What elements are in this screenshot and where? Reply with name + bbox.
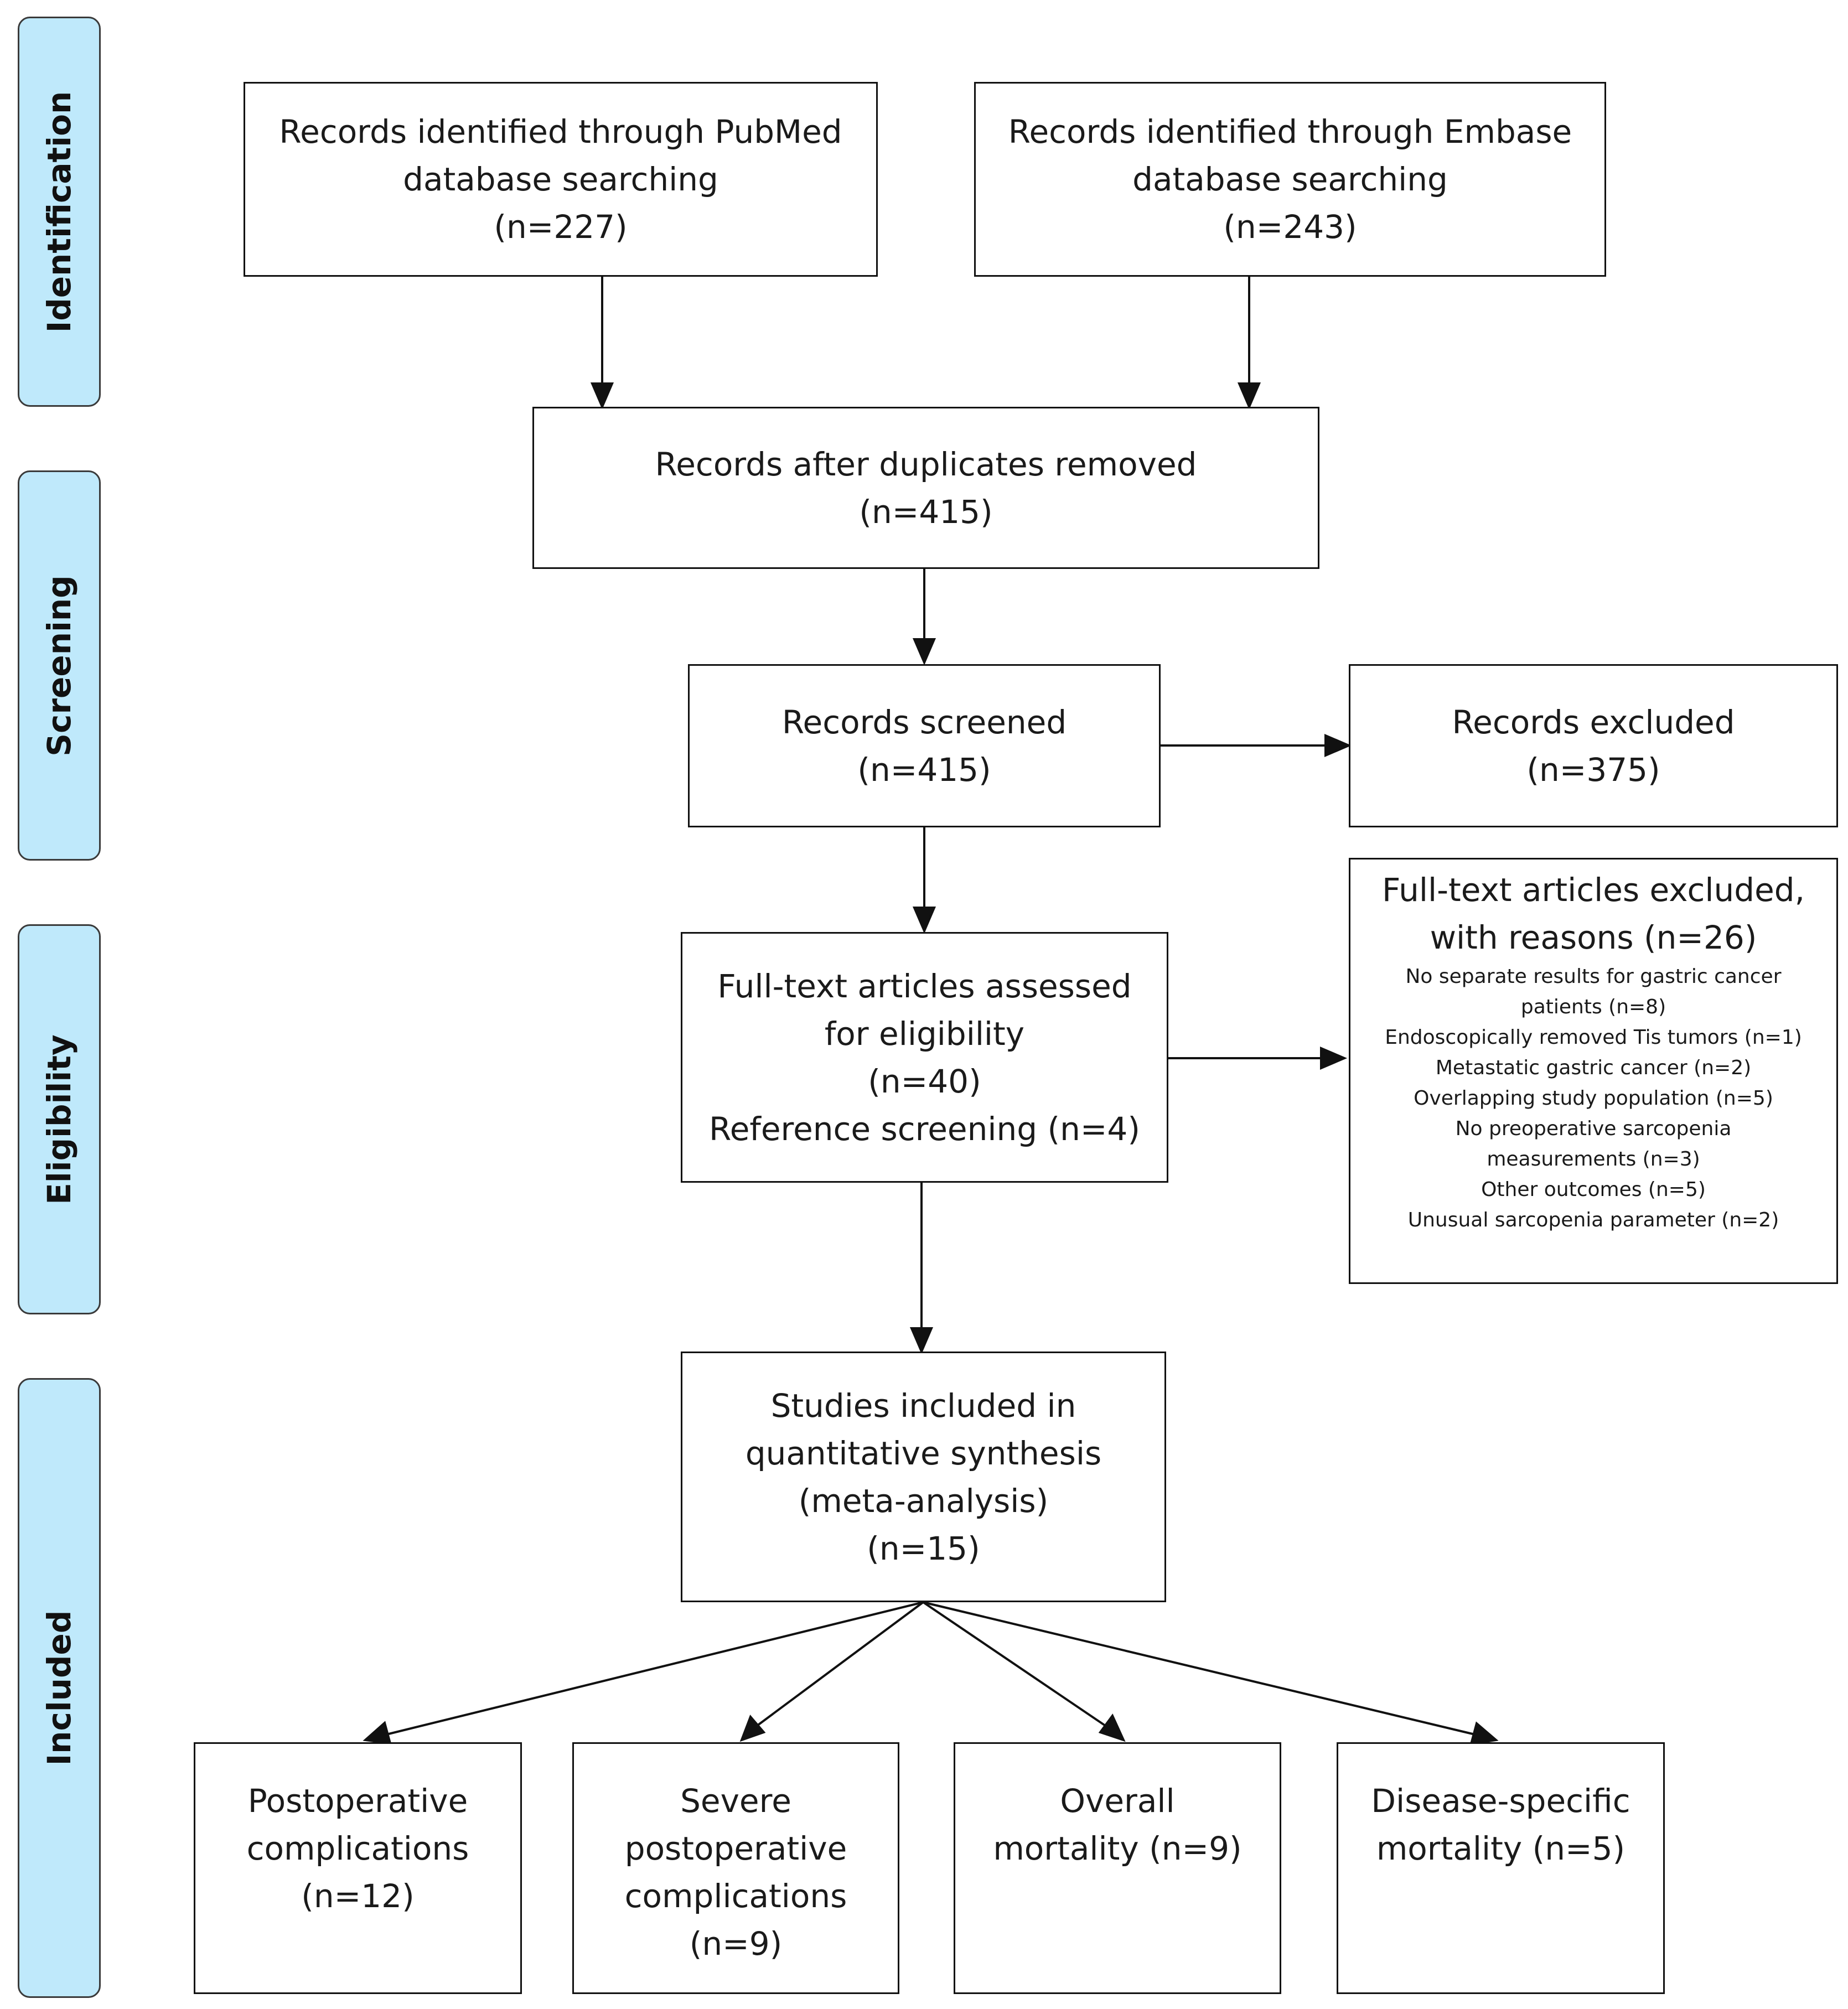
arrow-included-to-overall — [922, 1601, 1108, 1728]
exclusion-reason: measurements (n=3) — [1487, 1148, 1700, 1171]
phase-label: Identification — [40, 91, 78, 333]
box-duplicates-removed: Records after duplicates removed (n=415) — [532, 407, 1319, 569]
box-count: (n=12) — [301, 1877, 415, 1915]
exclusion-reason: No preoperative sarcopenia — [1455, 1117, 1732, 1140]
box-count: (n=227) — [494, 208, 628, 246]
box-text: Records after duplicates removed — [655, 445, 1197, 483]
box-text: postoperative — [624, 1830, 847, 1867]
phase-label: Eligibility — [40, 1034, 78, 1205]
phase-identification: Identification — [18, 17, 101, 407]
box-fulltext-assessed: Full-text articles assessed for eligibil… — [681, 932, 1168, 1183]
phase-included: Included — [18, 1378, 101, 1998]
exclusion-reason: No separate results for gastric cancer — [1405, 965, 1782, 988]
box-text: (meta-analysis) — [798, 1482, 1049, 1520]
box-records-excluded: Records excluded (n=375) — [1349, 664, 1838, 827]
box-records-screened: Records screened (n=415) — [688, 664, 1161, 827]
box-text: Overall — [1060, 1782, 1175, 1820]
box-title: Full-text articles excluded, — [1381, 871, 1805, 909]
exclusion-reason: Metastatic gastric cancer (n=2) — [1435, 1057, 1752, 1079]
box-text: database searching — [1132, 160, 1448, 198]
box-count: (n=415) — [859, 493, 993, 531]
box-pubmed-records: Records identified through PubMed databa… — [244, 82, 878, 277]
box-text: complications — [246, 1830, 469, 1867]
box-studies-included: Studies included in quantitative synthes… — [681, 1352, 1166, 1602]
box-count: (n=415) — [857, 750, 991, 789]
box-count: (n=9) — [689, 1925, 783, 1963]
phase-screening: Screening — [18, 470, 101, 861]
box-text: Full-text articles assessed — [717, 967, 1132, 1005]
box-text: Records excluded — [1452, 703, 1735, 741]
box-text: mortality (n=5) — [1376, 1830, 1626, 1867]
box-text: Postoperative — [247, 1782, 468, 1820]
phase-eligibility: Eligibility — [18, 924, 101, 1314]
box-text: for eligibility — [824, 1014, 1025, 1053]
box-text: Records screened — [781, 703, 1067, 741]
box-text: database searching — [403, 160, 718, 198]
exclusion-reason: patients (n=8) — [1520, 996, 1666, 1018]
arrow-included-to-disease — [923, 1601, 1476, 1736]
box-embase-records: Records identified through Embase databa… — [974, 82, 1606, 277]
box-text: quantitative synthesis — [745, 1434, 1102, 1472]
box-text: mortality (n=9) — [993, 1830, 1242, 1867]
exclusion-reason: Endoscopically removed Tis tumors (n=1) — [1385, 1026, 1802, 1049]
box-text: Records identified through Embase — [1008, 113, 1572, 151]
exclusion-reason: Unusual sarcopenia parameter (n=2) — [1407, 1209, 1779, 1231]
box-count: (n=40) — [868, 1062, 981, 1100]
box-text: Studies included in — [770, 1386, 1076, 1425]
phase-label: Screening — [40, 574, 78, 757]
arrow-included-to-postop — [386, 1601, 924, 1736]
box-count: (n=375) — [1526, 750, 1660, 789]
arrow-included-to-severe — [756, 1601, 924, 1727]
phase-label: Included — [40, 1610, 78, 1766]
box-text: Severe — [680, 1782, 791, 1820]
box-postoperative-complications: Postoperative complications (n=12) — [194, 1742, 522, 1994]
box-count: (n=243) — [1223, 208, 1357, 246]
box-text: Disease-specific — [1371, 1782, 1630, 1820]
box-title: with reasons (n=26) — [1430, 919, 1757, 956]
box-text: Reference screening (n=4) — [709, 1110, 1140, 1148]
box-disease-specific-mortality: Disease-specific mortality (n=5) — [1337, 1742, 1665, 1994]
exclusion-reason: Overlapping study population (n=5) — [1414, 1087, 1773, 1110]
box-severe-complications: Severe postoperative complications (n=9) — [572, 1742, 899, 1994]
box-fulltext-excluded: Full-text articles excluded, with reason… — [1349, 858, 1838, 1284]
exclusion-reason: Other outcomes (n=5) — [1481, 1178, 1706, 1201]
box-overall-mortality: Overall mortality (n=9) — [954, 1742, 1281, 1994]
box-text: Records identified through PubMed — [279, 113, 842, 151]
box-text: complications — [624, 1877, 847, 1915]
box-count: (n=15) — [867, 1529, 980, 1567]
